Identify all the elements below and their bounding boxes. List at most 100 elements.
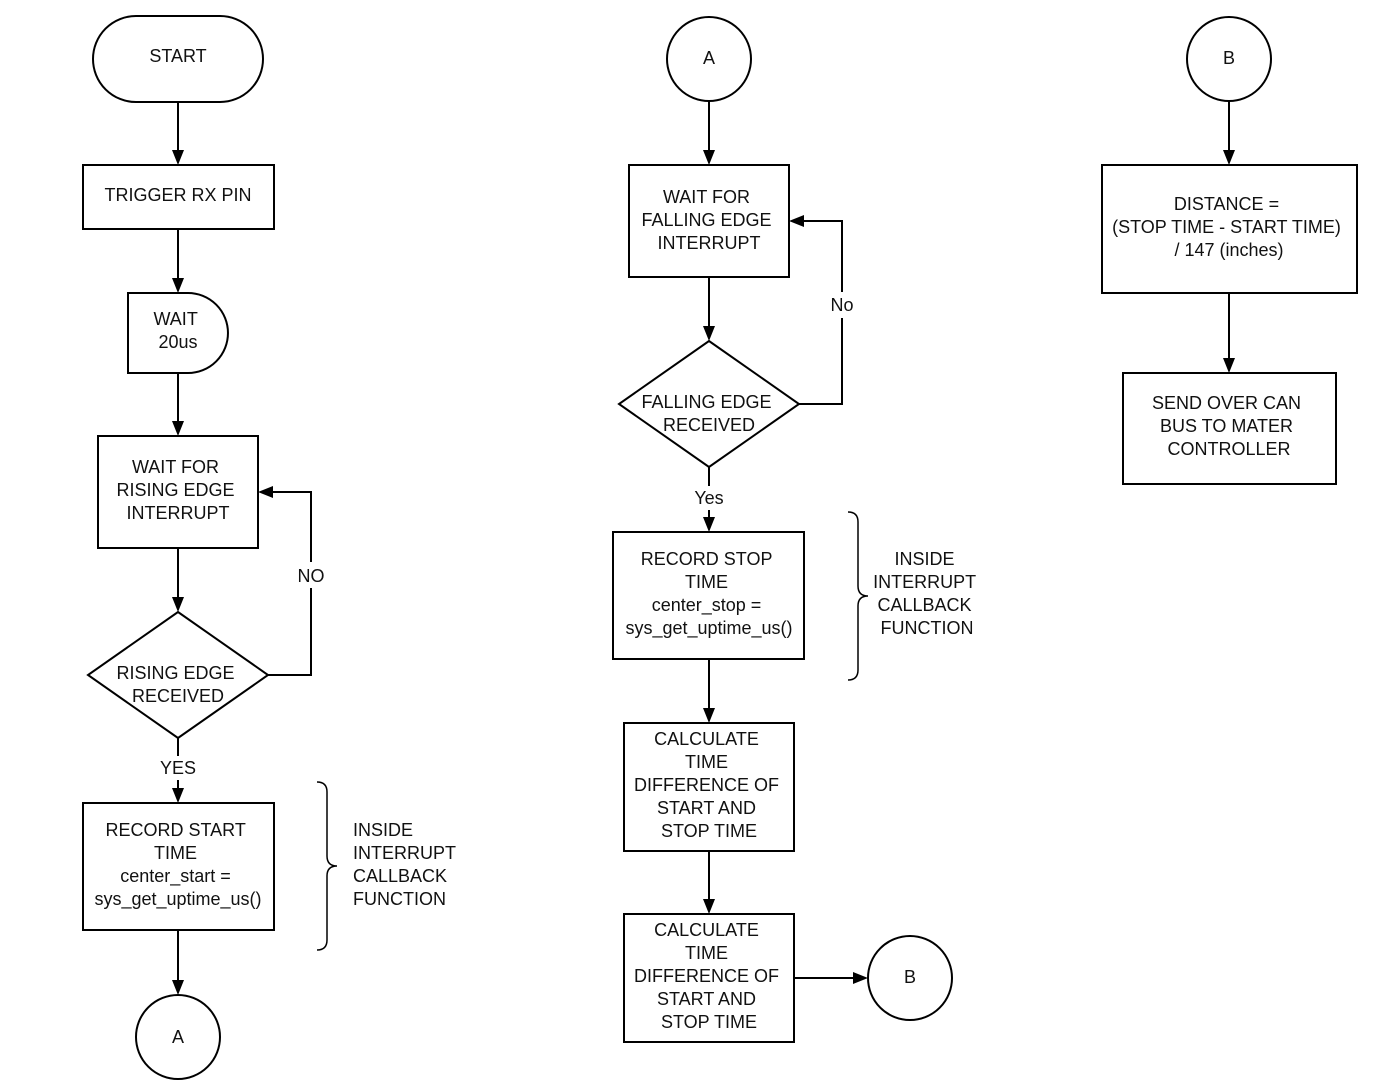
wait-rising-line: INTERRUPT	[127, 503, 230, 523]
record-stop-line: sys_get_uptime_us()	[625, 618, 792, 639]
wait-falling-line: WAIT FOR	[663, 187, 750, 207]
arrowhead	[703, 150, 715, 165]
col3-flow: B DISTANCE = (STOP TIME - START TIME) / …	[1101, 16, 1358, 485]
connector-b-entry-text: B	[1223, 48, 1235, 68]
rising-decision-line: RISING EDGE	[116, 663, 234, 683]
col2-flow: A WAIT FOR FALLING EDGE INTERRUPT FALLIN…	[612, 16, 981, 1043]
record-stop-line: RECORD STOP	[641, 549, 773, 569]
rising-decision-line: RECEIVED	[132, 686, 224, 706]
arrowhead	[258, 486, 273, 498]
record-start-line: RECORD START	[105, 820, 245, 840]
note-line: INSIDE	[353, 820, 413, 840]
no-label-bg	[826, 292, 858, 318]
distance-line: (STOP TIME - START TIME)	[1112, 217, 1341, 237]
arrowhead	[789, 215, 804, 227]
record-stop-time-box	[612, 531, 805, 660]
connector-a-text: A	[172, 1027, 184, 1047]
wait-falling-line: FALLING EDGE	[641, 210, 771, 230]
interrupt-brace	[847, 511, 869, 681]
wait-delay-line: 20us	[158, 332, 197, 352]
record-start-line: TIME	[154, 843, 197, 863]
wait-rising-line: RISING EDGE	[116, 480, 234, 500]
calc2-line: DIFFERENCE OF	[634, 966, 779, 986]
connector-a-entry-text: A	[703, 48, 715, 68]
falling-edge-decision-text: FALLING EDGE RECEIVED	[641, 392, 776, 435]
connector-a-off-page	[135, 994, 221, 1080]
calc1-line: TIME	[685, 752, 728, 772]
arrowhead	[1223, 150, 1235, 165]
arrowhead	[172, 150, 184, 165]
falling-decision-line: FALLING EDGE	[641, 392, 771, 412]
distance-calculation-box	[1101, 164, 1358, 294]
trigger-rx-pin-box	[82, 164, 275, 230]
trigger-rx-pin-text: TRIGGER RX PIN	[104, 185, 251, 205]
distance-line: DISTANCE =	[1174, 194, 1279, 214]
record-start-line: sys_get_uptime_us()	[94, 889, 261, 910]
send-line: BUS TO MATER	[1160, 416, 1293, 436]
falling-yes-label: Yes	[694, 488, 723, 508]
note-line: CALLBACK	[877, 595, 971, 615]
wait-falling-line: INTERRUPT	[658, 233, 761, 253]
arrowhead	[172, 278, 184, 293]
calc2-line: STOP TIME	[661, 1012, 757, 1032]
record-start-time-text: RECORD START TIME center_start = sys_get…	[94, 820, 261, 910]
note-line: INTERRUPT	[873, 572, 976, 592]
arrowhead	[172, 980, 184, 995]
record-stop-line: center_stop =	[652, 595, 762, 616]
send-over-can-box	[1122, 372, 1337, 485]
calculate-time-difference-text-2: CALCULATE TIME DIFFERENCE OF START AND S…	[634, 920, 784, 1032]
record-start-line: center_start =	[120, 866, 231, 887]
note-line: FUNCTION	[881, 618, 974, 638]
calculate-time-difference-box-2	[623, 913, 795, 1043]
arrowhead	[172, 788, 184, 803]
falling-no-label: No	[830, 295, 853, 315]
calc1-line: CALCULATE	[654, 729, 759, 749]
distance-line: / 147 (inches)	[1174, 240, 1283, 260]
start-text: START	[149, 46, 206, 66]
arrowhead	[703, 326, 715, 341]
record-stop-line: TIME	[685, 572, 728, 592]
note-line: FUNCTION	[353, 889, 446, 909]
arrowhead	[703, 708, 715, 723]
yes-label-bg	[690, 486, 728, 510]
calc1-line: STOP TIME	[661, 821, 757, 841]
arrowhead	[1223, 358, 1235, 373]
rising-edge-decision-text: RISING EDGE RECEIVED	[116, 663, 239, 706]
wait-delay-shape	[127, 292, 229, 374]
arrowhead	[172, 597, 184, 612]
wait-delay-text: WAIT 20us	[153, 309, 202, 352]
send-over-can-text: SEND OVER CAN BUS TO MATER CONTROLLER	[1152, 393, 1306, 459]
calculate-time-difference-box-1	[623, 722, 795, 852]
wait-falling-edge-box	[628, 164, 790, 278]
falling-decision-line: RECEIVED	[663, 415, 755, 435]
calc1-line: DIFFERENCE OF	[634, 775, 779, 795]
calc1-line: START AND	[657, 798, 756, 818]
record-stop-time-text: RECORD STOP TIME center_stop = sys_get_u…	[625, 549, 792, 639]
arrowhead	[703, 517, 715, 532]
interrupt-note-text: INSIDE INTERRUPT CALLBACK FUNCTION	[873, 549, 981, 638]
record-start-time-box	[82, 802, 275, 931]
send-line: CONTROLLER	[1167, 439, 1290, 459]
yes-label-bg	[156, 756, 200, 780]
calc2-line: TIME	[685, 943, 728, 963]
wait-falling-edge-text: WAIT FOR FALLING EDGE INTERRUPT	[641, 187, 776, 253]
calc2-line: CALCULATE	[654, 920, 759, 940]
connector-b-off-page	[867, 935, 953, 1021]
interrupt-brace	[316, 781, 338, 951]
col1-flow: START TRIGGER RX PIN WAIT 20us WAIT FOR …	[82, 15, 461, 1080]
interrupt-note-text: INSIDE INTERRUPT CALLBACK FUNCTION	[353, 820, 461, 909]
note-line: INTERRUPT	[353, 843, 456, 863]
note-line: CALLBACK	[353, 866, 447, 886]
arrowhead	[853, 972, 868, 984]
send-line: SEND OVER CAN	[1152, 393, 1301, 413]
arrowhead	[172, 421, 184, 436]
rising-no-label: NO	[298, 566, 325, 586]
distance-calculation-text: DISTANCE = (STOP TIME - START TIME) / 14…	[1112, 194, 1346, 260]
connector-b-text: B	[904, 967, 916, 987]
calculate-time-difference-text-1: CALCULATE TIME DIFFERENCE OF START AND S…	[634, 729, 784, 841]
no-label-bg	[295, 562, 327, 588]
arrowhead	[703, 899, 715, 914]
rising-yes-label: YES	[160, 758, 196, 778]
wait-rising-edge-text: WAIT FOR RISING EDGE INTERRUPT	[116, 457, 239, 523]
